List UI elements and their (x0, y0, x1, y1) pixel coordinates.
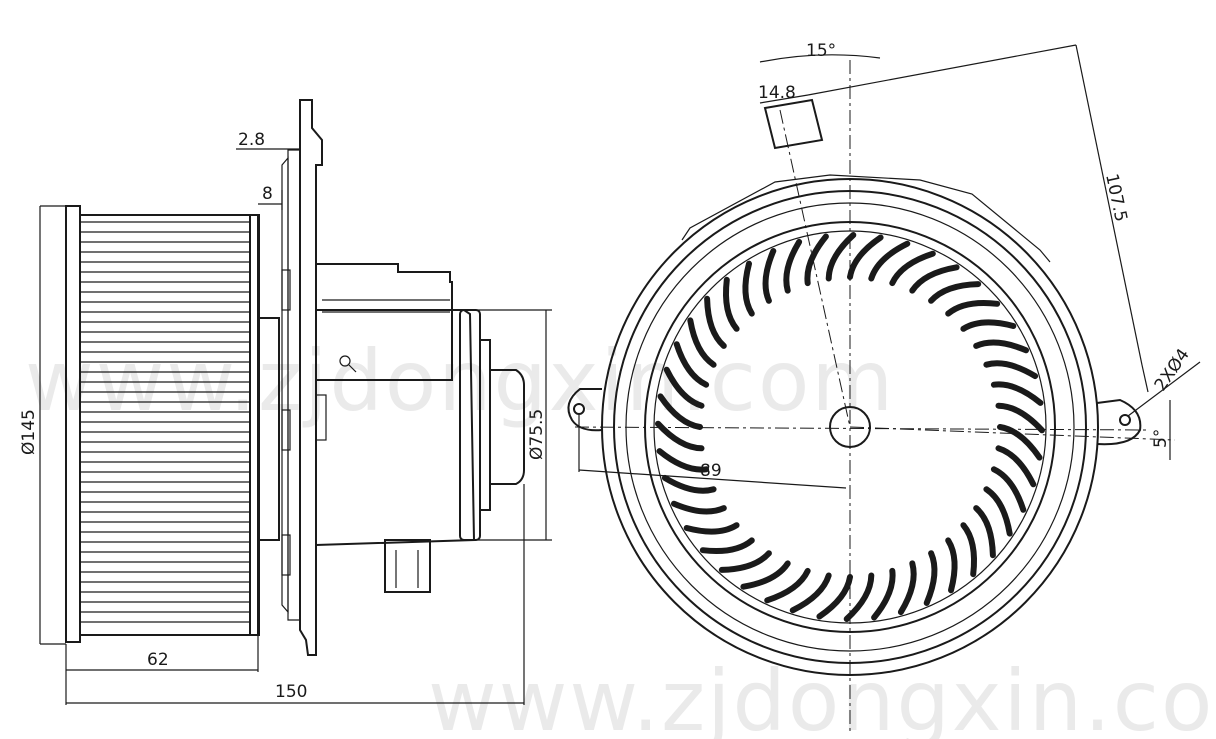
side-view: Ø145 62 150 2.8 8 Ø75.5 (19, 99, 552, 705)
dimension-flange-thickness: 2.8 (238, 130, 265, 150)
dimension-flange-offset: 8 (262, 184, 273, 204)
blower-wheel-slats (80, 221, 250, 623)
dimension-tab-distance: 107.5 (1101, 172, 1131, 224)
dimension-tab-width: 14.8 (758, 83, 796, 103)
dimension-side-diameter: Ø145 (19, 409, 39, 455)
dimension-overall-length: 150 (275, 682, 307, 702)
dimension-hole-spec: 2XØ4 (1151, 345, 1194, 395)
front-view: 15° 14.8 107.5 2XØ4 5° 89 (567, 41, 1201, 735)
magnifier-icon (339, 355, 357, 373)
dimension-motor-diameter: Ø75.5 (527, 409, 547, 460)
dimension-tab-angle: 15° (806, 41, 836, 61)
dimension-wheel-width: 62 (147, 650, 169, 670)
impeller-blades (655, 232, 1045, 622)
dimension-hole-offset: 5° (1151, 429, 1171, 448)
dimension-hole-radius: 89 (700, 461, 722, 481)
watermark-bottom: www.zjdongxin.com (428, 652, 1216, 739)
